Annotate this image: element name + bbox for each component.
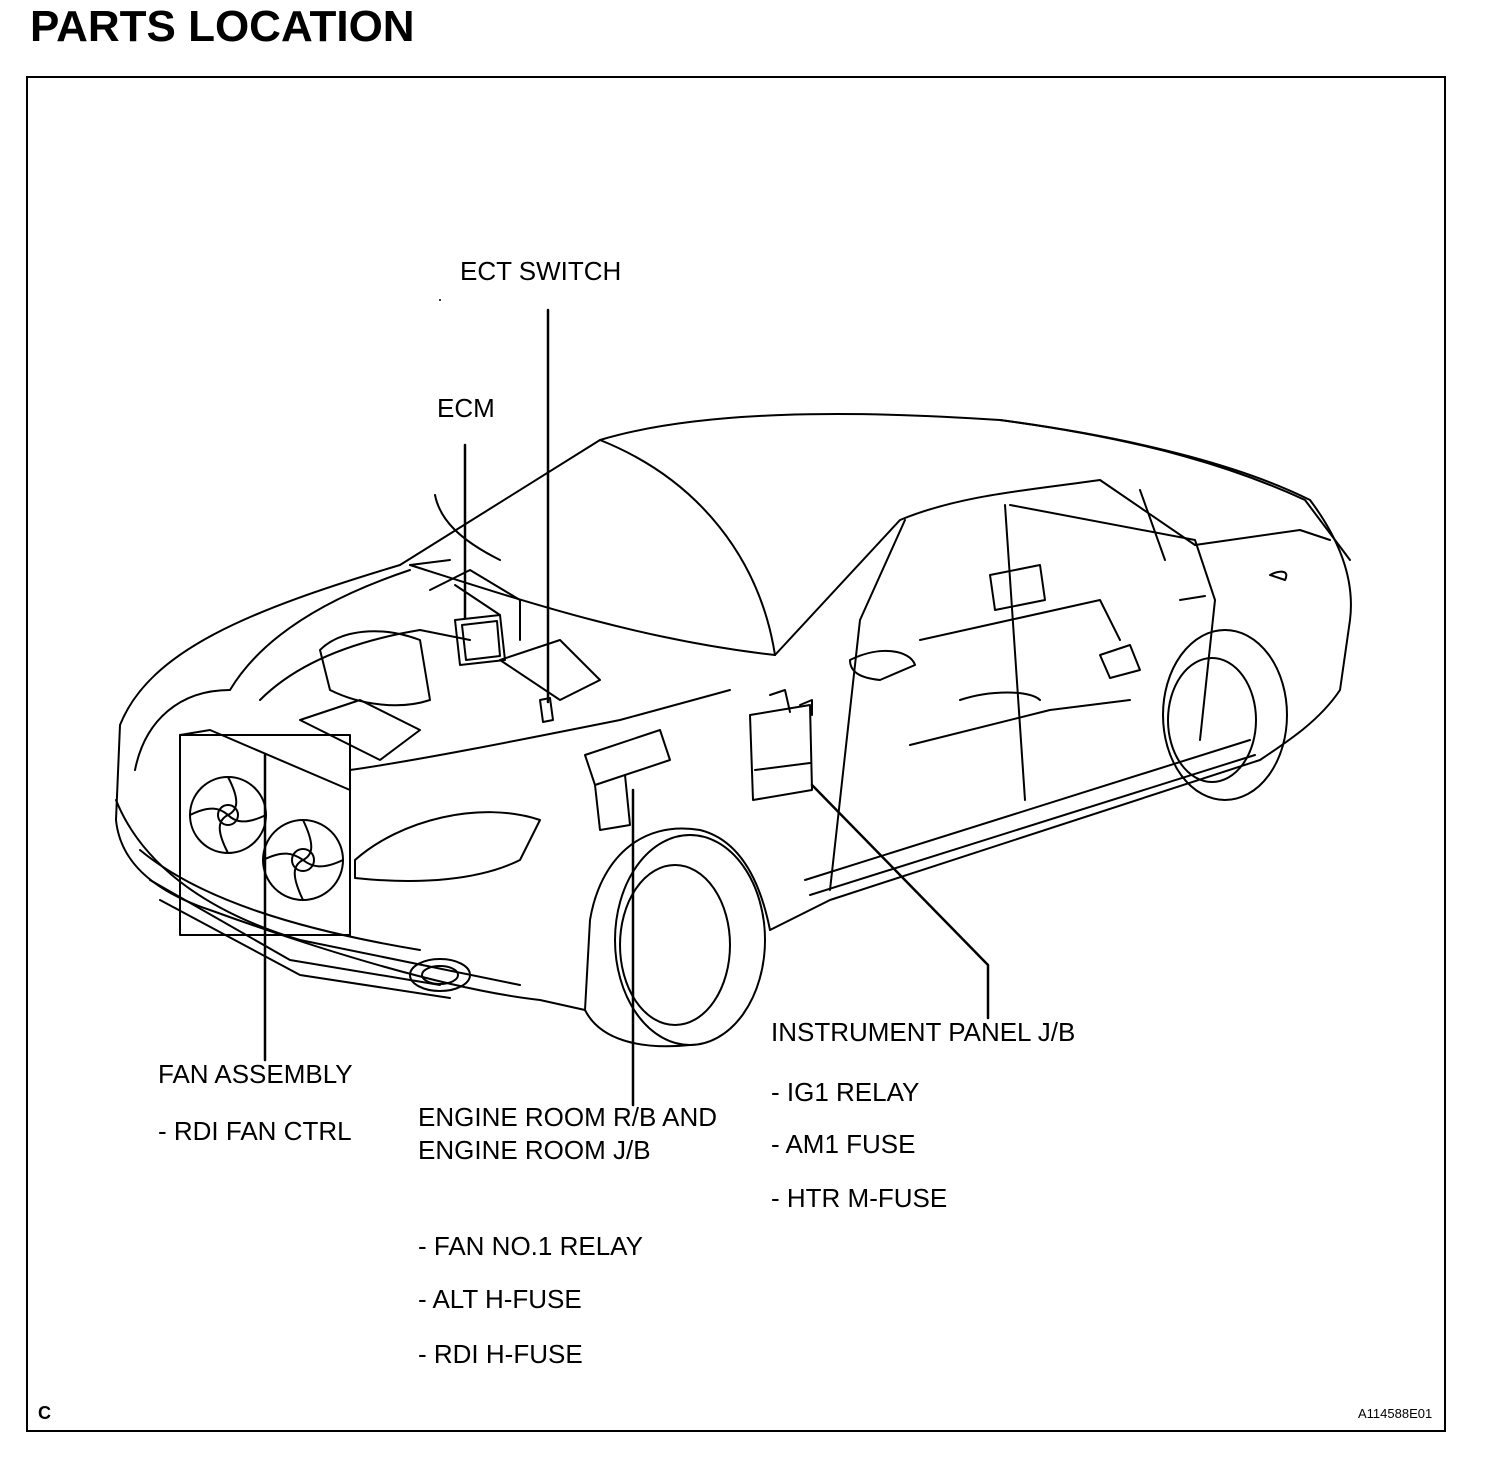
instrument-panel-item: - IG1 RELAY: [771, 1077, 920, 1107]
instrument-panel-item: - AM1 FUSE: [771, 1129, 916, 1159]
engine-room-label-line1: ENGINE ROOM R/B AND: [418, 1102, 718, 1132]
instrument-panel-item: - HTR M-FUSE: [771, 1183, 948, 1213]
engine-bay-drawing: [229, 299, 731, 771]
instrument-panel-jb-drawing: [749, 689, 813, 801]
ecm-label: ECM: [437, 393, 495, 423]
instrument-panel-leader: [810, 783, 990, 1020]
fan-assembly-item: - RDI FAN CTRL: [158, 1116, 352, 1146]
car-body-outline: [115, 413, 1352, 1011]
front-bumper: [134, 689, 541, 999]
fan-assembly-label: FAN ASSEMBLY: [158, 1059, 353, 1089]
engine-room-label-line2: ENGINE ROOM J/B: [418, 1135, 651, 1165]
leader-lines: [263, 308, 990, 1107]
engine-room-item: - RDI H-FUSE: [418, 1339, 583, 1369]
ect-switch-drawing: [539, 697, 554, 723]
engine-room-rb-drawing: [584, 729, 671, 831]
engine-room-item: - FAN NO.1 RELAY: [418, 1231, 643, 1261]
front-wheel: [584, 834, 766, 1048]
ecm-drawing: [454, 614, 506, 666]
page-title: PARTS LOCATION: [30, 2, 415, 51]
figure-id: A114588E01: [1358, 1406, 1433, 1421]
diagram-frame: [26, 76, 1446, 1432]
engine-room-item: - ALT H-FUSE: [418, 1284, 582, 1314]
instrument-panel-label: INSTRUMENT PANEL J/B: [771, 1017, 1076, 1047]
section-letter: C: [38, 1403, 51, 1423]
rear-wheel: [1162, 629, 1288, 801]
ect-switch-label: ECT SWITCH: [460, 256, 622, 286]
interior-drawing: [849, 564, 1141, 746]
